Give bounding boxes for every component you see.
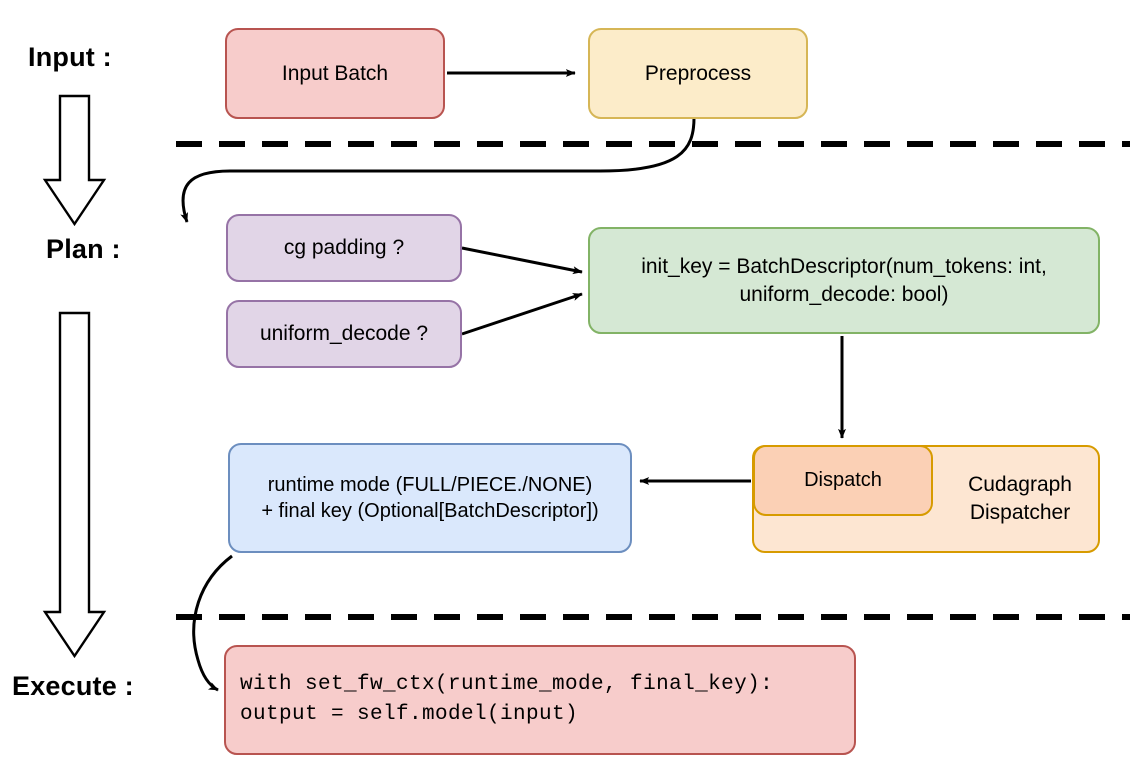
node-input-batch-label: Input Batch — [281, 61, 389, 85]
node-preprocess-label: Preprocess — [644, 61, 752, 85]
node-dispatch[interactable]: Dispatch — [753, 445, 933, 516]
node-uniform-decode-label: uniform_decode ? — [259, 322, 429, 346]
node-uniform-decode[interactable]: uniform_decode ? — [226, 300, 462, 368]
plan-to-execute-big-arrow — [42, 311, 107, 659]
node-cg-padding-label: cg padding ? — [283, 236, 405, 260]
node-cg-padding[interactable]: cg padding ? — [226, 214, 462, 282]
node-dispatch-label: Dispatch — [804, 469, 882, 492]
input-to-plan-big-arrow — [42, 94, 107, 227]
node-execute-code-label: with set_fw_ctx(runtime_mode, final_key)… — [240, 672, 774, 726]
stage-label-execute: Execute : — [12, 671, 134, 701]
stage-label-input: Input : — [28, 42, 112, 72]
node-init-key-label: init_key = BatchDescriptor(num_tokens: i… — [641, 254, 1047, 306]
node-cudagraph-dispatcher-label: Cudagraph Dispatcher — [968, 473, 1072, 524]
node-input-batch[interactable]: Input Batch — [225, 28, 445, 119]
node-execute-code[interactable]: with set_fw_ctx(runtime_mode, final_key)… — [224, 645, 856, 755]
node-init-key[interactable]: init_key = BatchDescriptor(num_tokens: i… — [588, 227, 1100, 334]
preprocess-to-cg-padding-arrow — [180, 117, 696, 223]
cg-padding-to-init-key-arrow — [461, 246, 583, 275]
node-preprocess[interactable]: Preprocess — [588, 28, 808, 119]
uniform-decode-to-init-key-arrow — [461, 292, 583, 336]
node-runtime-mode[interactable]: runtime mode (FULL/PIECE./NONE) + final … — [228, 443, 632, 553]
node-runtime-mode-label: runtime mode (FULL/PIECE./NONE) + final … — [261, 473, 599, 522]
stage-label-plan: Plan : — [46, 234, 121, 264]
